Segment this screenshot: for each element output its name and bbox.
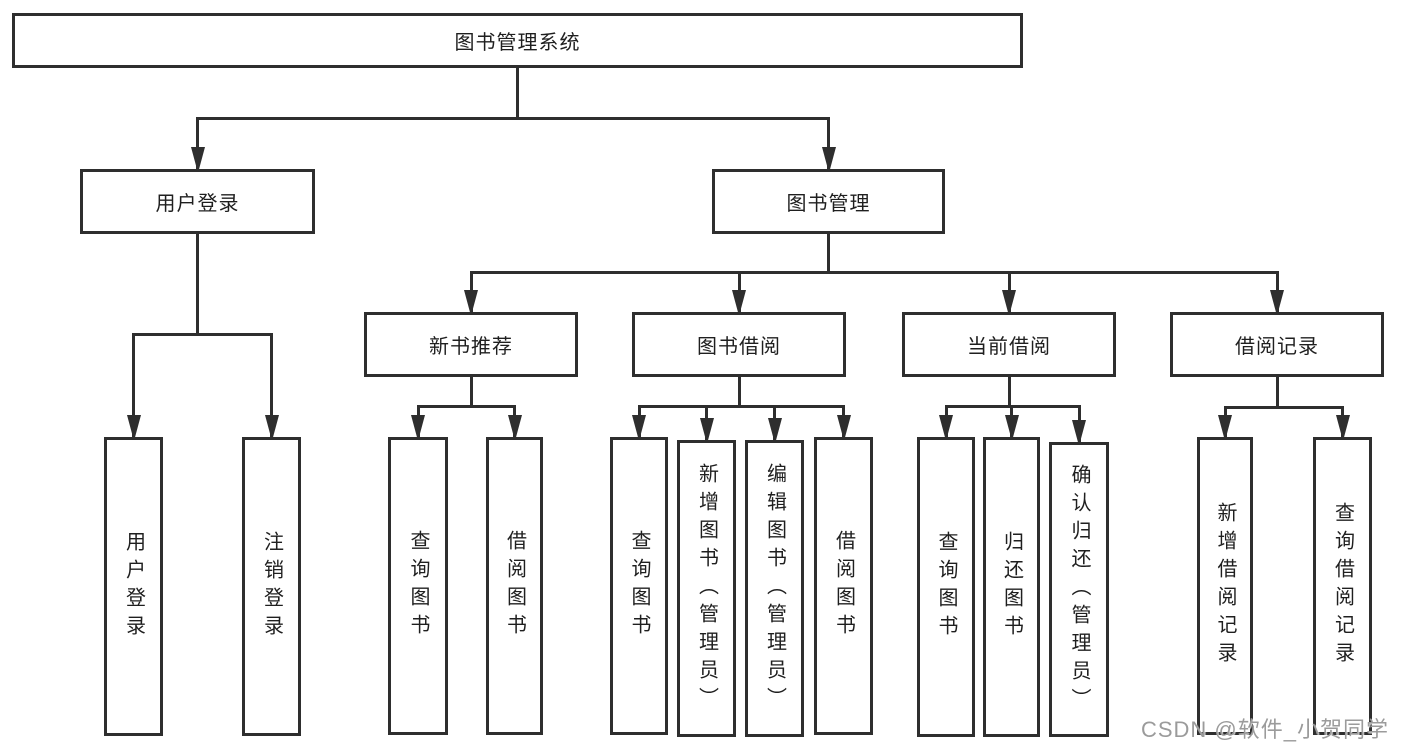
node-label-logout-action: 注销登录 — [260, 530, 283, 643]
edge-branch-logout-action — [270, 334, 273, 437]
arrow-down-icon — [836, 415, 851, 441]
node-label-borrow-books-1: 借阅图书 — [503, 530, 526, 642]
edge-bar-borrowing-records — [1223, 405, 1344, 409]
arrow-down-icon — [699, 418, 714, 444]
edge-bar-new-book-recommend — [416, 404, 516, 408]
arrow-down-icon — [507, 415, 522, 441]
node-label-current-borrowing: 当前借阅 — [967, 336, 1051, 358]
node-label-query-books-2: 查询图书 — [628, 530, 650, 642]
edge-stem-root — [516, 67, 519, 120]
node-return-books: 归还图书 — [983, 437, 1040, 737]
edge-bar-user-login — [132, 332, 273, 336]
watermark: CSDN @软件_小贺同学 — [1140, 717, 1389, 742]
node-label-book-borrowing: 图书借阅 — [697, 336, 781, 358]
node-add-books-admin: 新增图书（管理员） — [677, 440, 736, 737]
node-label-borrowing-records: 借阅记录 — [1235, 336, 1319, 358]
node-query-books-1: 查询图书 — [388, 437, 448, 735]
node-label-add-books-admin: 新增图书（管理员） — [695, 462, 718, 715]
node-confirm-return-admin: 确认归还（管理员） — [1049, 442, 1109, 737]
node-label-edit-books-admin: 编辑图书（管理员） — [763, 462, 786, 715]
edge-branch-user-login — [196, 118, 199, 169]
arrow-down-icon — [126, 415, 141, 441]
edge-bar-book-borrowing — [637, 404, 845, 408]
node-query-borrow-record: 查询借阅记录 — [1313, 437, 1372, 735]
edge-stem-book-management — [827, 233, 830, 274]
node-query-books-3: 查询图书 — [917, 437, 975, 737]
arrow-down-icon — [1218, 415, 1232, 441]
node-label-add-borrow-record: 新增借阅记录 — [1214, 502, 1236, 670]
edge-branch-user-login-action — [132, 334, 135, 437]
edge-branch-book-management — [827, 118, 830, 169]
arrow-down-icon — [1270, 290, 1284, 316]
node-current-borrowing: 当前借阅 — [902, 312, 1116, 377]
node-label-query-books-1: 查询图书 — [407, 530, 429, 642]
node-label-query-books-3: 查询图书 — [935, 531, 957, 643]
node-label-root: 图书管理系统 — [454, 32, 581, 54]
arrow-down-icon — [190, 147, 205, 173]
arrow-down-icon — [464, 290, 478, 316]
node-book-management: 图书管理 — [712, 169, 945, 234]
node-label-confirm-return-admin: 确认归还（管理员） — [1068, 463, 1090, 716]
node-label-user-login-action: 用户登录 — [122, 530, 145, 643]
node-label-new-book-recommend: 新书推荐 — [429, 336, 513, 358]
node-label-book-management: 图书管理 — [786, 193, 871, 215]
node-book-borrowing: 图书借阅 — [632, 312, 846, 377]
edge-stem-borrowing-records — [1275, 376, 1279, 409]
node-root: 图书管理系统 — [12, 13, 1023, 68]
node-add-borrow-record: 新增借阅记录 — [1197, 437, 1253, 735]
arrow-down-icon — [767, 418, 782, 444]
node-user-login: 用户登录 — [80, 169, 315, 234]
node-query-books-2: 查询图书 — [610, 437, 668, 735]
node-borrowing-records: 借阅记录 — [1170, 312, 1384, 377]
arrow-down-icon — [1002, 290, 1016, 316]
arrow-down-icon — [632, 415, 646, 441]
arrow-down-icon — [1004, 415, 1019, 441]
edge-bar-book-management — [469, 270, 1279, 274]
node-label-return-books: 归还图书 — [1000, 531, 1023, 643]
arrow-down-icon — [264, 415, 279, 441]
edge-stem-new-book-recommend — [469, 376, 473, 408]
node-borrow-books-2: 借阅图书 — [814, 437, 873, 735]
arrow-down-icon — [1335, 415, 1350, 441]
arrow-down-icon — [732, 290, 746, 316]
node-new-book-recommend: 新书推荐 — [364, 312, 578, 377]
node-logout-action: 注销登录 — [242, 437, 301, 736]
arrow-down-icon — [939, 415, 953, 441]
edge-bar-root — [196, 116, 830, 120]
edge-stem-user-login — [196, 233, 199, 336]
edge-stem-book-borrowing — [737, 376, 741, 408]
node-label-query-borrow-record: 查询借阅记录 — [1331, 502, 1354, 670]
node-user-login-action: 用户登录 — [104, 437, 163, 736]
node-label-user-login: 用户登录 — [155, 193, 240, 215]
arrow-down-icon — [821, 147, 836, 173]
edge-stem-current-borrowing — [1007, 376, 1011, 408]
arrow-down-icon — [1072, 420, 1086, 446]
node-label-borrow-books-2: 借阅图书 — [832, 530, 855, 642]
node-borrow-books-1: 借阅图书 — [486, 437, 543, 735]
node-edit-books-admin: 编辑图书（管理员） — [745, 440, 804, 737]
arrow-down-icon — [411, 415, 425, 441]
